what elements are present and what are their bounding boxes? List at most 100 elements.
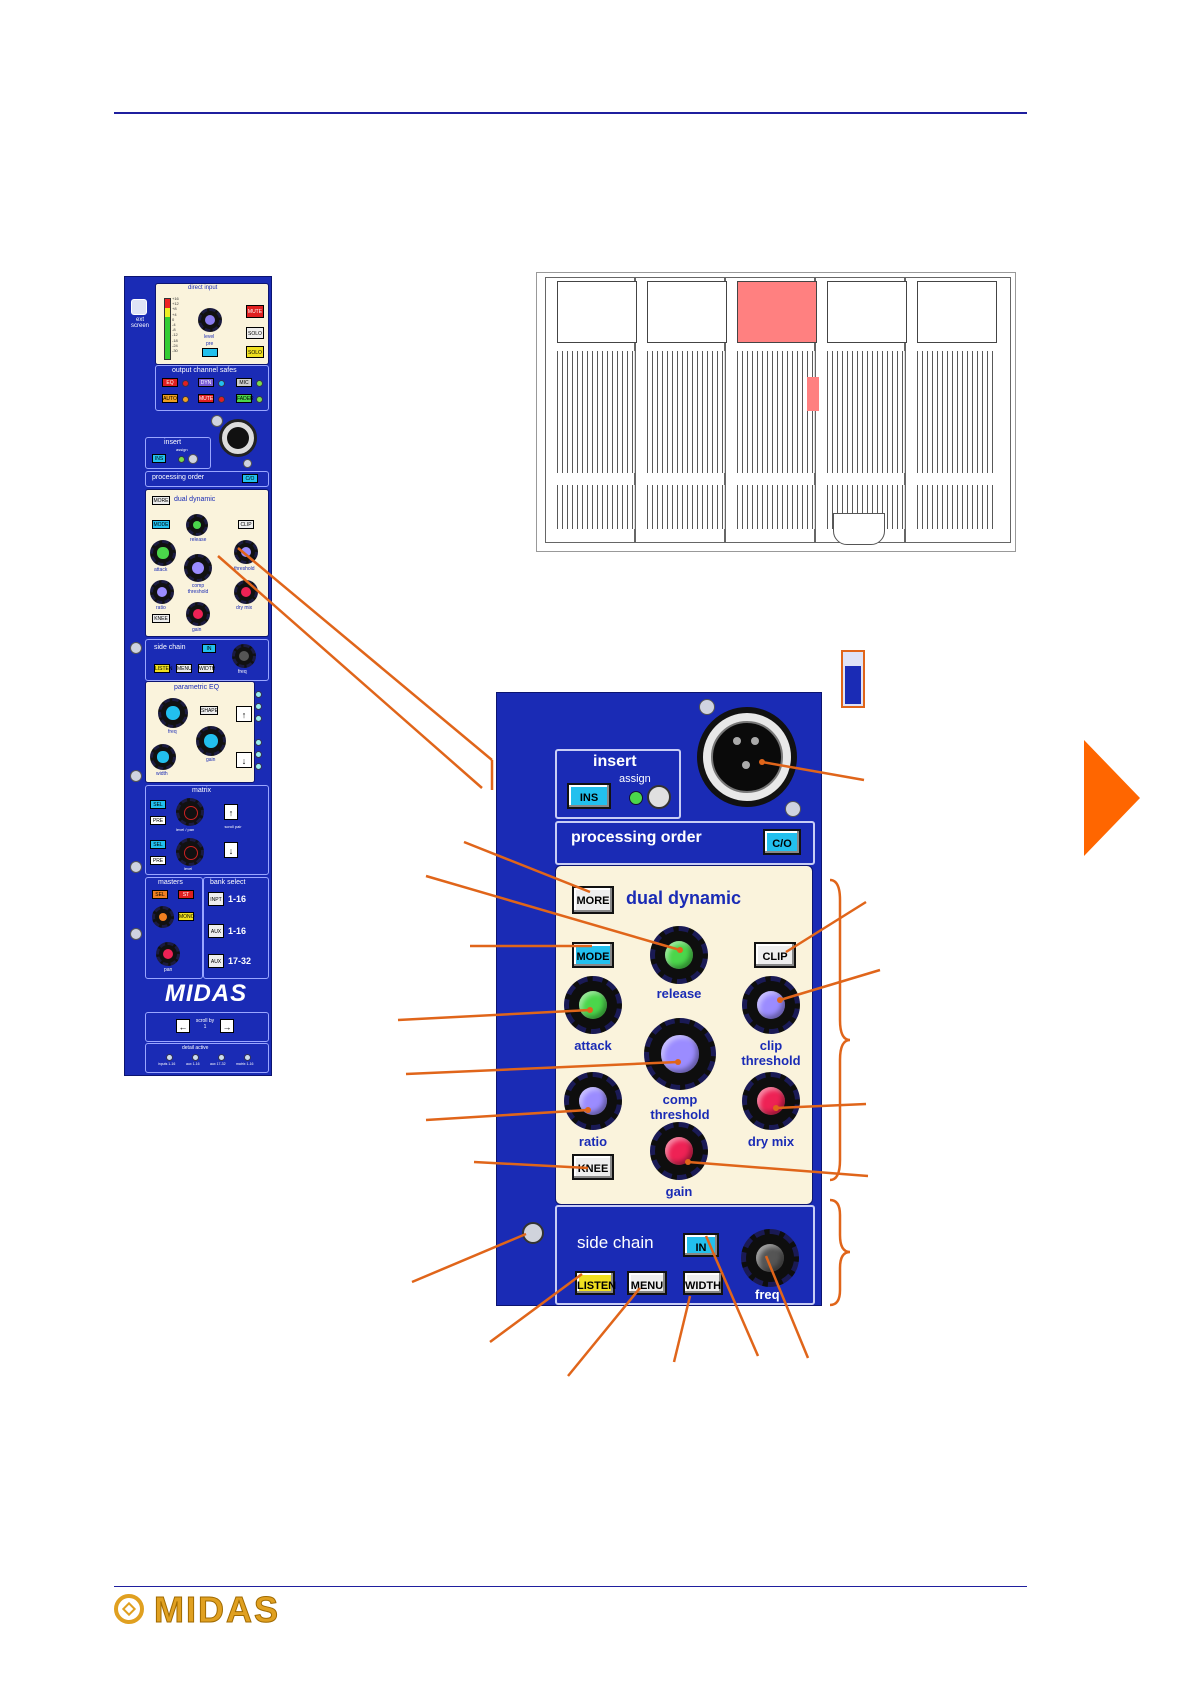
pan-knob-mini[interactable] — [156, 942, 180, 966]
solo-button[interactable]: SOLO — [246, 327, 264, 339]
eq-gain-knob-mini[interactable] — [196, 726, 226, 756]
masters-sel-button[interactable]: SEL — [152, 890, 168, 899]
bay-faders — [557, 485, 635, 529]
ins-button-mini[interactable]: INS — [152, 454, 166, 463]
header-rule — [114, 112, 1027, 114]
bay-screen — [917, 281, 997, 343]
ratio-knob-mini[interactable] — [150, 580, 174, 604]
dry-mix-knob[interactable] — [742, 1072, 800, 1130]
eq-width-knob-mini[interactable] — [150, 744, 176, 770]
assign-button[interactable] — [647, 785, 671, 809]
matrix-level-pan-knob[interactable] — [176, 798, 204, 826]
assign-led — [629, 791, 643, 805]
screw — [211, 415, 223, 427]
masters-level-knob[interactable] — [152, 906, 174, 928]
comp-threshold-knob-mini[interactable] — [184, 554, 212, 582]
bank-select-title-mini: bank select — [210, 879, 246, 886]
clip-threshold-knob[interactable] — [742, 976, 800, 1034]
eq-band-led — [255, 703, 262, 710]
next-page-arrow-icon[interactable] — [1084, 740, 1144, 856]
detail-led — [218, 1054, 225, 1061]
release-knob-mini[interactable] — [186, 514, 208, 536]
masters-st-button[interactable]: ST — [178, 890, 194, 899]
clip-button-mini[interactable]: CLIP — [238, 520, 254, 529]
menu-button[interactable]: MENU — [627, 1271, 667, 1295]
co-button-mini[interactable]: C/O — [242, 474, 258, 483]
safe-mic-button[interactable]: MIC — [236, 378, 252, 387]
clip-button[interactable]: CLIP — [754, 942, 796, 968]
matrix-level-knob[interactable] — [176, 838, 204, 866]
mute-button[interactable]: MUTE — [246, 305, 264, 318]
attack-knob-mini[interactable] — [150, 540, 176, 566]
eq-freq-knob-mini[interactable] — [158, 698, 188, 728]
scroll-left-button[interactable]: ← — [176, 1019, 190, 1033]
safe-mute-led — [218, 396, 225, 403]
gain-knob-mini[interactable] — [186, 602, 210, 626]
more-button[interactable]: MORE — [572, 886, 614, 914]
band-down-button-mini[interactable]: ↓ — [236, 752, 252, 768]
screw — [785, 801, 801, 817]
insert-xlr-connector — [697, 707, 797, 807]
eq-band-led — [255, 691, 262, 698]
listen-button-mini[interactable]: LISTEN — [154, 664, 173, 673]
bank-aux-1-range: 1-16 — [228, 926, 247, 936]
insert-title: insert — [593, 753, 637, 770]
insert-section-mini: insert assign INS — [145, 437, 211, 469]
side-chain-freq-knob[interactable] — [741, 1229, 799, 1287]
bank-inputs-button[interactable]: INPT — [208, 892, 224, 906]
width-button-mini[interactable]: WIDTH — [198, 664, 216, 673]
attack-knob[interactable] — [564, 976, 622, 1034]
screw — [699, 699, 715, 715]
safe-mute-button[interactable]: MUTE — [198, 394, 214, 403]
ext-screen-button[interactable] — [131, 299, 147, 315]
safe-dyn-button[interactable]: DYN — [198, 378, 214, 387]
insert-title-mini: insert — [164, 439, 182, 446]
bank-aux-1-button[interactable]: AUX — [208, 924, 224, 938]
bank-aux-2-button[interactable]: AUX — [208, 954, 224, 968]
screw — [130, 642, 142, 654]
sc-freq-knob-mini[interactable] — [232, 644, 256, 668]
width-button[interactable]: WIDTH — [683, 1271, 723, 1295]
listen-button[interactable]: LISTEN — [575, 1271, 616, 1295]
matrix-pre-1-button[interactable]: PRE — [150, 816, 166, 825]
assign-button-mini[interactable] — [188, 454, 198, 464]
safe-eq-button[interactable]: EQ — [162, 378, 178, 387]
mode-button-mini[interactable]: MODE — [152, 520, 170, 529]
scroll-pair-up-button[interactable]: ↑ — [224, 804, 238, 820]
side-chain-section: side chain IN LISTEN MENU WIDTH freq — [555, 1205, 815, 1305]
co-button[interactable]: C/O — [763, 829, 801, 855]
in-button-mini[interactable]: IN — [202, 644, 216, 653]
mono-button[interactable]: MONO — [178, 912, 195, 921]
clip-threshold-label-1: clip — [759, 1038, 783, 1053]
screw — [130, 861, 142, 873]
matrix-sel-1-button[interactable]: SEL — [150, 800, 166, 809]
matrix-sel-2-button[interactable]: SEL — [150, 840, 166, 849]
safe-auto-button[interactable]: AUTO — [162, 394, 178, 403]
gain-knob[interactable] — [650, 1122, 708, 1180]
pre-button[interactable] — [202, 348, 218, 357]
shape-button-mini[interactable]: SHAPE — [200, 706, 218, 715]
ratio-knob[interactable] — [564, 1072, 622, 1130]
level-knob[interactable] — [198, 308, 222, 332]
more-button-mini[interactable]: MORE — [152, 496, 170, 505]
pre-label: pre — [206, 341, 214, 347]
detail-item: aux 1-16 — [186, 1062, 200, 1066]
screw — [243, 459, 252, 468]
ins-button[interactable]: INS — [567, 783, 611, 809]
bay-strips — [737, 351, 815, 473]
midas-footer-logo: MIDAS — [154, 1589, 280, 1630]
matrix-pre-2-button[interactable]: PRE — [150, 856, 166, 865]
eq-freq-label-mini: freq — [168, 729, 177, 735]
side-chain-screw-button[interactable] — [522, 1222, 544, 1244]
band-up-button-mini[interactable]: ↑ — [236, 706, 252, 722]
release-knob[interactable] — [650, 926, 708, 984]
scroll-pair-down-button[interactable]: ↓ — [224, 842, 238, 858]
safe-fader-button[interactable]: FADER — [236, 394, 254, 403]
knee-button-mini[interactable]: KNEE — [152, 614, 170, 623]
scroll-right-button[interactable]: → — [220, 1019, 234, 1033]
menu-button-mini[interactable]: MENU — [176, 664, 192, 673]
bay-strips — [827, 351, 905, 473]
scroll-pair-label: scroll pair — [224, 824, 242, 829]
comp-threshold-knob[interactable] — [644, 1018, 716, 1090]
solo-yellow-button[interactable]: SOLO — [246, 346, 264, 358]
